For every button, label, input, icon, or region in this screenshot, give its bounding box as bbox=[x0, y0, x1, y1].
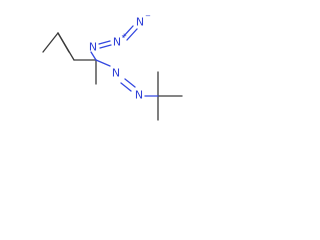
molecule-structure: N N + N − N N bbox=[42, 12, 183, 121]
atom-azide-n3: N bbox=[136, 16, 144, 29]
bond-azo-double-a bbox=[124, 78, 136, 88]
charge-azide-n2: + bbox=[121, 32, 127, 40]
bond-azide-n2-n3-b bbox=[126, 28, 138, 41]
bond-quaternary-azide-n1 bbox=[90, 51, 97, 61]
charge-azide-n3: − bbox=[145, 12, 151, 20]
bond-azo-double-b bbox=[120, 82, 132, 92]
atom-azide-n1: N bbox=[89, 41, 97, 54]
atom-azo-n2: N bbox=[135, 89, 143, 102]
bond-isobutyl-methyl-left bbox=[42, 32, 59, 53]
atom-azide-n2: N bbox=[113, 36, 121, 49]
bond-azide-n1-n2-a bbox=[98, 40, 111, 45]
bond-ch-ch2 bbox=[57, 32, 75, 61]
bond-quaternary-azo-n1 bbox=[95, 59, 111, 67]
nitrogen-bonds bbox=[90, 25, 159, 97]
atom-labels: N N + N − N N bbox=[89, 12, 151, 102]
bond-azide-n1-n2-b bbox=[99, 44, 112, 49]
atom-azo-n1: N bbox=[112, 67, 120, 80]
bond-azide-n2-n3-a bbox=[122, 25, 134, 38]
carbon-bonds bbox=[42, 32, 183, 121]
